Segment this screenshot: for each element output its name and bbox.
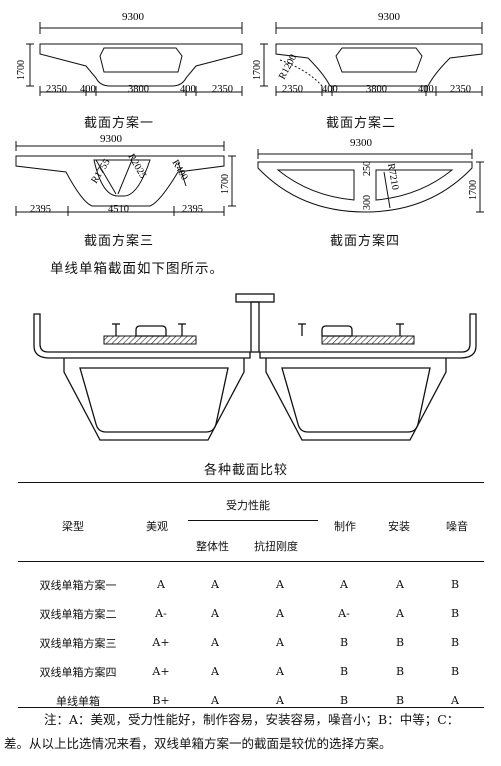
cell: B <box>395 694 405 707</box>
header-force-rule <box>188 520 318 521</box>
table-row: 双线单箱方案一 A A A A A B <box>18 570 484 599</box>
cell: B <box>450 607 460 620</box>
header-make: 制作 <box>334 520 356 533</box>
f4-radius: R7210 <box>385 163 400 191</box>
cell: A <box>211 636 219 649</box>
section-scheme-4-figure: 9300 250 300 R7210 1700 <box>257 137 484 213</box>
f1-dim-3: 400 <box>180 84 196 95</box>
table-row: 双线单箱方案四 A+ A A B B B <box>18 657 484 686</box>
f1-dim-4: 2350 <box>212 84 233 95</box>
f4-height-dim: 1700 <box>468 180 479 200</box>
f1-caption: 截面方案一 <box>84 116 155 131</box>
f3-r3: R400 <box>169 158 189 182</box>
f4-caption: 截面方案四 <box>330 234 401 249</box>
table-title: 各种截面比较 <box>204 463 289 478</box>
section-scheme-2-figure: 9300 1700 R1200 2350 400 3800 400 2350 <box>252 11 483 96</box>
f2-dim-1: 400 <box>322 84 338 95</box>
cell: A <box>276 665 284 678</box>
f3-caption: 截面方案三 <box>84 234 155 249</box>
table-row: 单线单箱 B+ A A B B A <box>18 686 484 715</box>
header-noise: 噪音 <box>446 520 468 533</box>
cell: A <box>396 578 404 591</box>
cell: B <box>450 578 460 591</box>
f1-top-dim: 9300 <box>122 11 145 23</box>
f3-dim-1: 4510 <box>108 204 129 215</box>
header-force: 受力性能 <box>226 499 270 512</box>
row-label: 双线单箱方案四 <box>39 665 117 679</box>
row-label: 双线单箱方案三 <box>39 636 117 650</box>
section-scheme-1-figure: 9300 1700 2350 400 3800 400 2350 <box>16 11 243 96</box>
f1-dim-2: 3800 <box>128 84 149 95</box>
cell: B+ <box>152 694 170 707</box>
row-label: 双线单箱方案二 <box>39 607 117 621</box>
f1-dim-1: 400 <box>80 84 96 95</box>
table-top-rule <box>18 482 484 483</box>
cell: B <box>395 665 405 678</box>
cell: A- <box>155 607 167 620</box>
f1-dim-0: 2350 <box>46 84 67 95</box>
f4-top-dim: 9300 <box>350 137 373 149</box>
header-install: 安装 <box>388 520 410 533</box>
cell: A <box>157 578 165 591</box>
table-row: 双线单箱方案二 A- A A A- A B <box>18 599 484 628</box>
row-label: 单线单箱 <box>56 694 100 708</box>
header-look: 美观 <box>146 520 168 533</box>
f3-r1: R1755 <box>89 157 112 185</box>
cell: A <box>451 694 459 707</box>
cell: A- <box>338 607 350 620</box>
f3-dim-0: 2395 <box>30 204 51 215</box>
note-line-1: 注：A：美观，受力性能好，制作容易，安装容易，噪音小；B：中等；C： <box>44 712 460 727</box>
f2-dim-2: 3800 <box>366 84 387 95</box>
f4-d2: 300 <box>362 195 373 210</box>
table-bottom-rule <box>18 707 484 708</box>
cell: B <box>395 636 405 649</box>
section-scheme-3-figure: 9300 R1755 R2025 R400 1700 2395 4510 239… <box>15 133 236 216</box>
table-row: 双线单箱方案三 A+ A A B B B <box>18 628 484 657</box>
cell: A <box>211 665 219 678</box>
f2-caption: 截面方案二 <box>326 116 397 131</box>
cell: A <box>276 636 284 649</box>
row-label: 双线单箱方案一 <box>39 578 117 592</box>
header-type: 梁型 <box>62 520 84 533</box>
f3-dim-2: 2395 <box>182 204 203 215</box>
cell: A <box>211 694 219 707</box>
cell: B <box>339 665 349 678</box>
header-rule <box>18 561 484 562</box>
note-line-2: 差。从以上比选情况来看，双线单箱方案一的截面是较优的选择方案。 <box>4 736 392 751</box>
cell: A <box>340 578 348 591</box>
single-line-box-girder-figure <box>33 293 477 441</box>
f2-height-dim: 1700 <box>252 60 263 80</box>
cell: A <box>276 694 284 707</box>
cell: A+ <box>152 636 170 649</box>
f4-d1: 250 <box>362 161 373 176</box>
f2-dim-0: 2350 <box>282 84 303 95</box>
cell: A <box>211 578 219 591</box>
f3-top-dim: 9300 <box>100 133 123 145</box>
f2-top-dim: 9300 <box>378 11 401 23</box>
cell: B <box>450 636 460 649</box>
cell: A <box>211 607 219 620</box>
cell: A <box>396 607 404 620</box>
cell: A <box>276 578 284 591</box>
cell: B <box>339 636 349 649</box>
cell: A+ <box>152 665 170 678</box>
table-body: 双线单箱方案一 A A A A A B 双线单箱方案二 A- A A A- A … <box>18 570 484 715</box>
f2-dim-3: 400 <box>418 84 434 95</box>
cell: B <box>339 694 349 707</box>
header-whole: 整体性 <box>196 540 229 553</box>
f3-height-dim: 1700 <box>220 174 231 194</box>
header-torsion: 抗扭刚度 <box>254 540 298 553</box>
f2-dim-4: 2350 <box>450 84 471 95</box>
cell: B <box>450 665 460 678</box>
f1-height-dim: 1700 <box>16 60 27 80</box>
intro-text: 单线单箱截面如下图所示。 <box>50 261 224 277</box>
cell: A <box>276 607 284 620</box>
